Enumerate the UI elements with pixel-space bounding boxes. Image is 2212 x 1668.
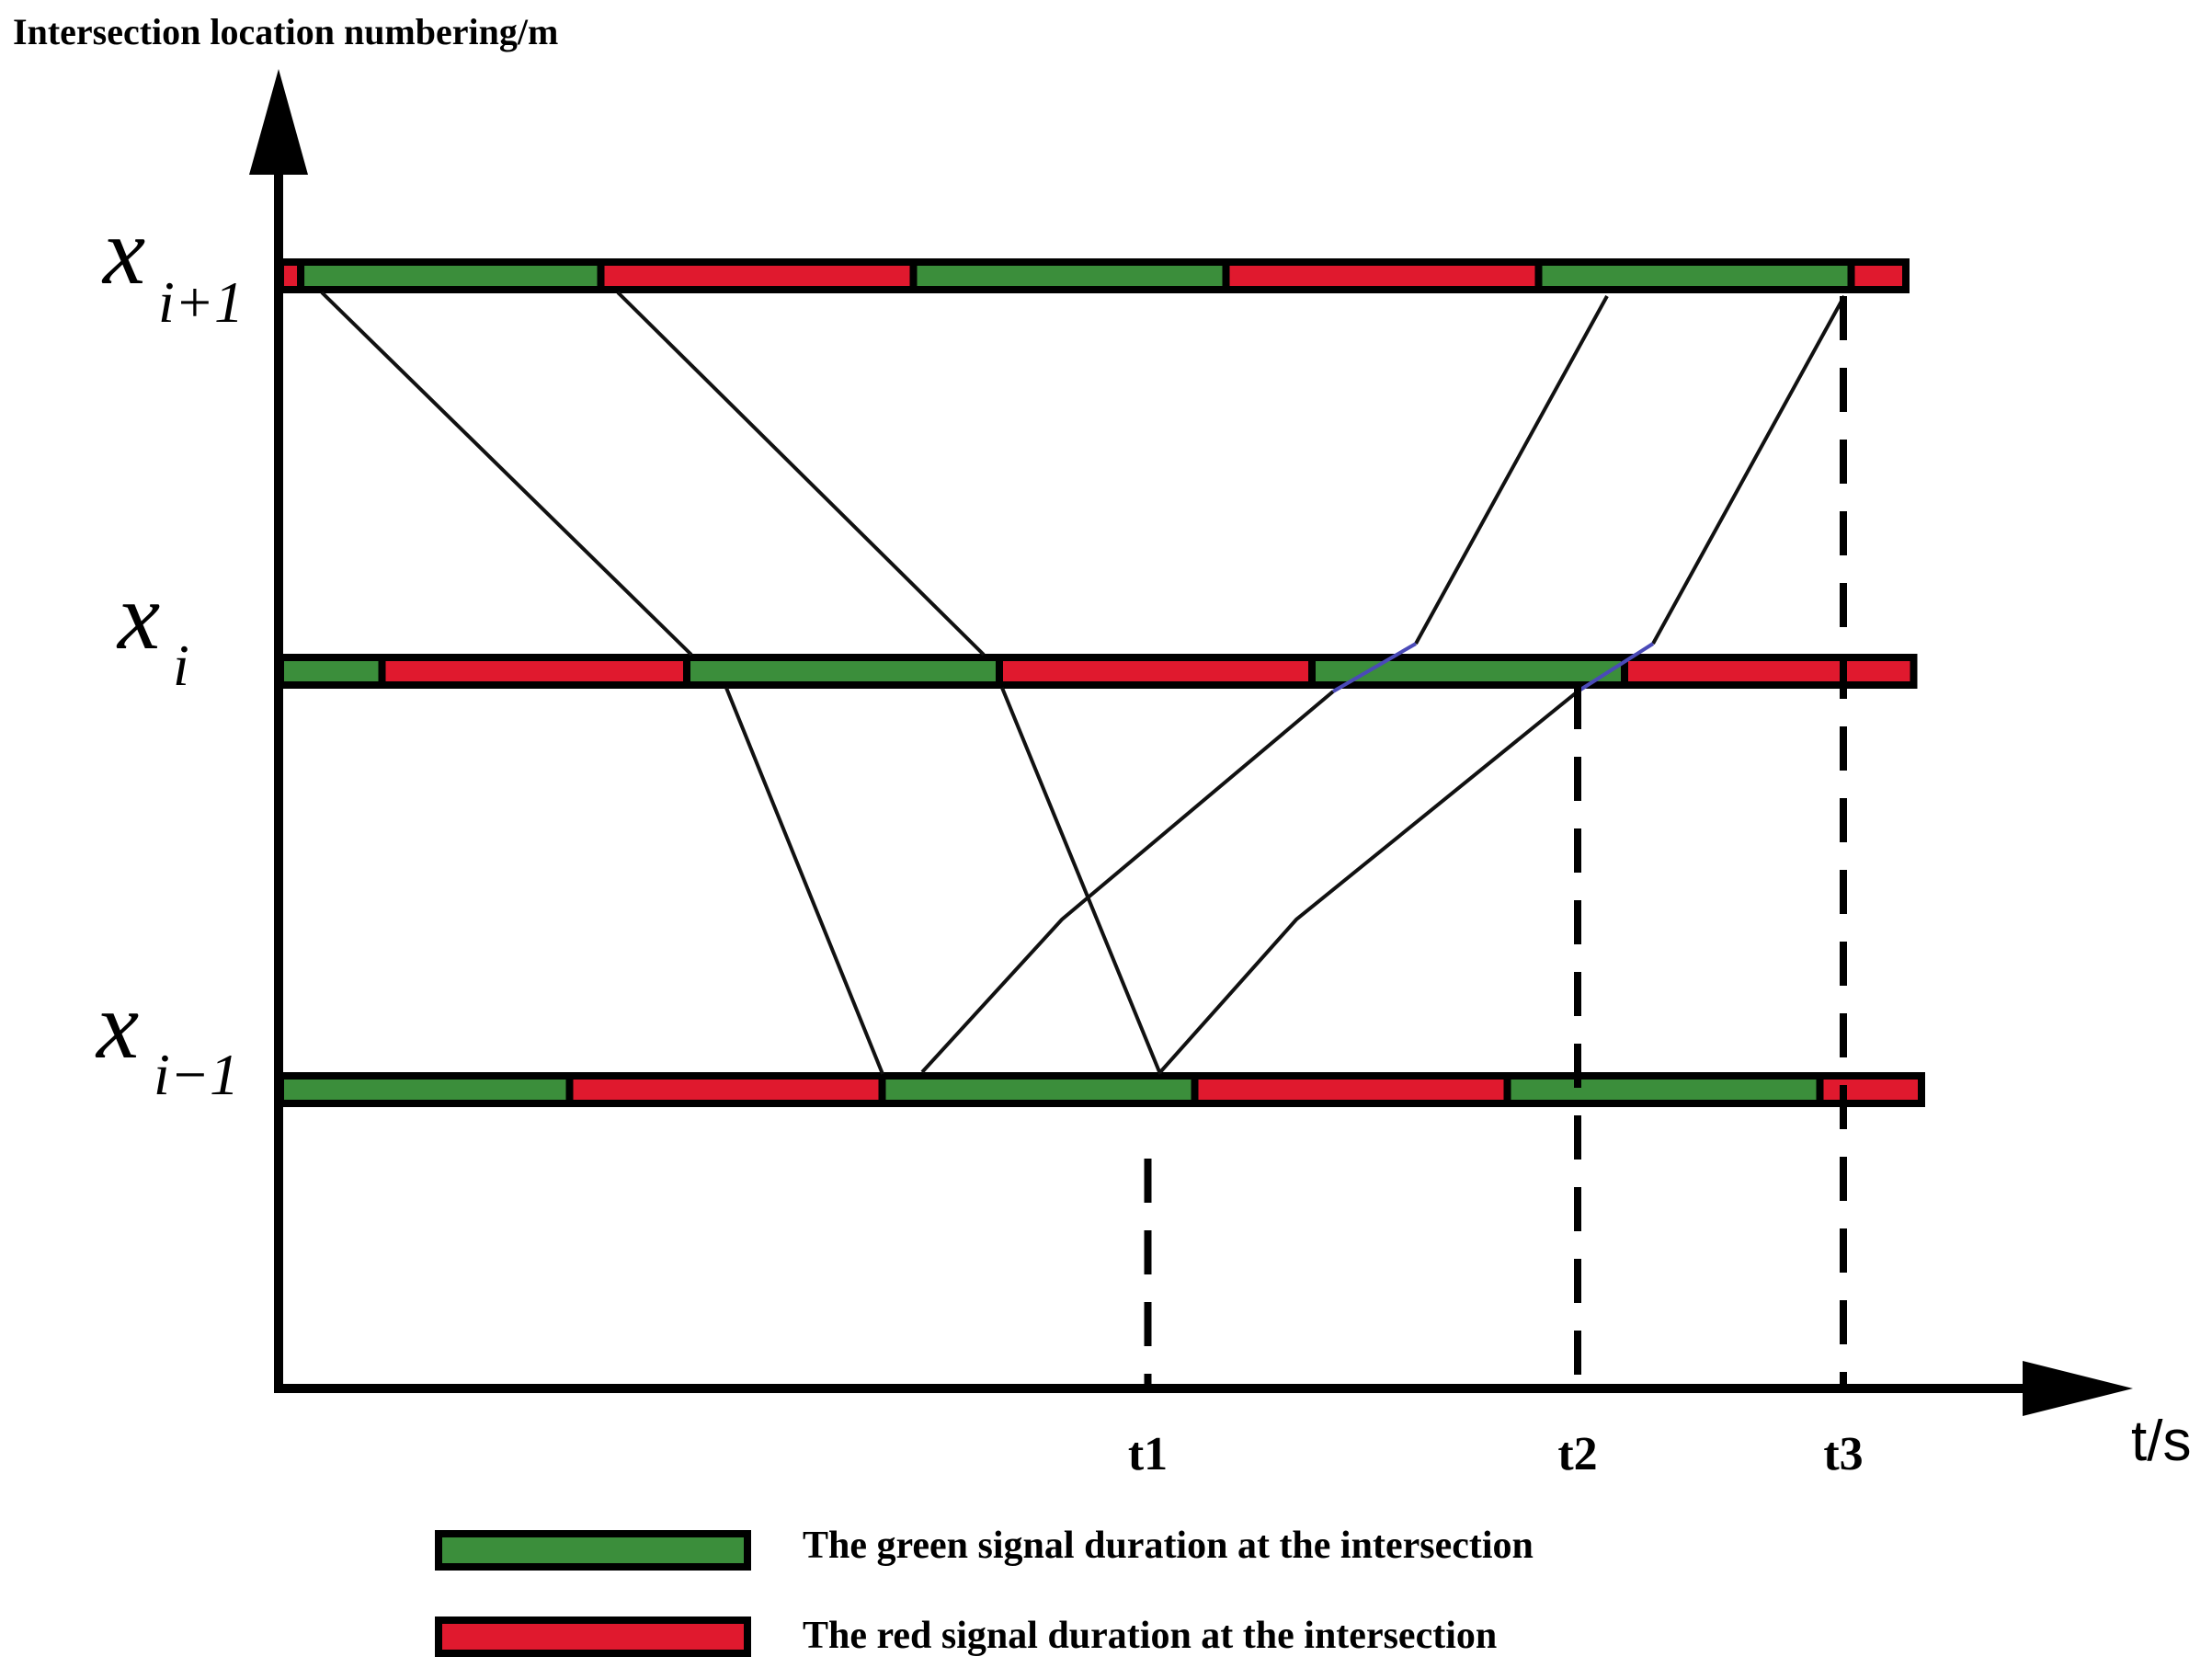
signal-bar-row-1	[277, 654, 1918, 689]
legend-swatch-green	[435, 1530, 751, 1571]
signal-segment-red	[597, 258, 918, 293]
row-label-sub: i+1	[158, 269, 244, 335]
signal-segment-red	[1191, 1072, 1511, 1107]
row-label-main: x	[101, 199, 145, 304]
signal-bar-row-2	[277, 1072, 1925, 1107]
signal-bars	[277, 258, 1925, 1107]
highlight-segment-2	[1576, 642, 1655, 693]
signal-segment-green	[277, 1072, 574, 1107]
signal-segment-green	[277, 654, 386, 689]
row-label-x-i-minus-1: x i−1	[95, 973, 239, 1107]
highlight-segment-1	[1331, 642, 1418, 693]
signal-segment-red	[565, 1072, 886, 1107]
signal-segment-red	[996, 654, 1316, 689]
legend-label-green: The green signal duration at the interse…	[803, 1525, 1534, 1567]
axes	[249, 69, 2133, 1416]
signal-segment-red	[1816, 1072, 1925, 1107]
y-axis-arrow	[249, 69, 308, 175]
legend-label-red: The red signal duration at the intersect…	[803, 1615, 1497, 1657]
x-axis-title: t/s	[2131, 1410, 2191, 1473]
y-axis-title: Intersection location numbering/m	[13, 11, 558, 52]
signal-segment-red	[1847, 258, 1910, 293]
time-marker-label-t2: t2	[1557, 1428, 1597, 1480]
trajectory-northbound-1	[920, 690, 1335, 1074]
row-label-main: x	[116, 564, 160, 669]
trajectory-southbound-1	[320, 291, 693, 657]
signal-segment-red	[1222, 258, 1543, 293]
signal-segment-green	[909, 258, 1230, 293]
legend-swatch-red	[435, 1617, 751, 1657]
row-label-x-i: x i	[116, 564, 189, 698]
x-axis-arrow	[2023, 1361, 2133, 1416]
time-marker-label-t3: t3	[1823, 1428, 1863, 1480]
legend-item-green: The green signal duration at the interse…	[435, 1525, 1534, 1571]
row-label-sub: i	[173, 633, 189, 698]
signal-segment-red	[1621, 654, 1918, 689]
signal-segment-green	[878, 1072, 1199, 1107]
trajectory-southbound-2	[616, 291, 986, 657]
signal-segment-red	[378, 654, 690, 689]
signal-bar-row-0	[277, 258, 1910, 293]
legend: The green signal duration at the interse…	[435, 1525, 1534, 1657]
trajectory-northbound-2-upper	[1651, 295, 1846, 645]
time-marker-label-t1: t1	[1128, 1428, 1168, 1480]
legend-item-red: The red signal duration at the intersect…	[435, 1615, 1497, 1657]
trajectories	[320, 291, 1846, 1075]
time-markers: t1 t2 t3	[1128, 296, 1864, 1480]
trajectory-northbound-2	[1158, 690, 1579, 1074]
trajectory-southbound-1-lower	[724, 687, 884, 1075]
signal-segment-green	[297, 258, 605, 293]
trajectory-southbound-2-lower	[1000, 687, 1162, 1075]
row-label-sub: i−1	[154, 1042, 239, 1107]
signal-segment-green	[683, 654, 1003, 689]
row-label-x-i-plus-1: x i+1	[101, 199, 244, 335]
signal-segment-green	[1534, 258, 1855, 293]
signal-segment-green	[1308, 654, 1628, 689]
trajectory-northbound-1-upper	[1414, 295, 1609, 645]
signal-segment-green	[1503, 1072, 1824, 1107]
row-label-main: x	[95, 973, 139, 1079]
trajectory-highlights	[1331, 642, 1655, 693]
